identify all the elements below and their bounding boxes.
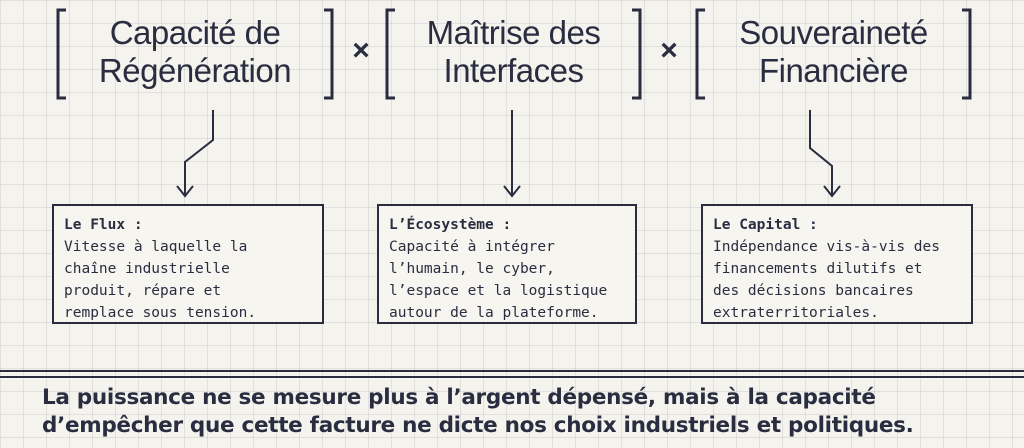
divider-bottom [0,376,1024,378]
factor-regeneration-line2: Régénération [98,52,292,89]
box-flux: Le Flux : Vitesse à laquelle la chaîne i… [52,204,324,324]
box-capital-title: Le Capital : [713,217,818,233]
factor-souverainete-line2: Financière [758,52,909,89]
arrowhead-1 [176,185,194,198]
factor-interfaces-line1: Maîtrise des [426,14,601,51]
arrowhead-2 [503,185,521,198]
bracket-left-3 [695,8,705,100]
factor-souverainete-line1: Souveraineté [739,14,928,51]
bracket-left-1 [56,8,66,100]
connector-arrow-1 [184,110,214,196]
factor-souverainete: Souveraineté Financière [705,6,962,98]
conclusion-statement: La puissance ne se mesure plus à l’argen… [42,384,1002,440]
conclusion-line1: La puissance ne se mesure plus à l’argen… [42,385,876,410]
box-capital-body: Indépendance vis-à-vis des financements … [713,239,940,321]
factor-interfaces-line2: Interfaces [443,52,584,89]
multiply-operator-2: × [660,34,678,67]
bracket-right-3 [962,8,972,100]
connector-arrow-3 [809,110,833,196]
box-flux-title: Le Flux : [64,217,143,233]
factor-regeneration: Capacité de Régénération [66,6,324,98]
box-ecosysteme-body: Capacité à intégrer l’humain, le cyber, … [389,239,608,321]
arrowhead-3 [823,185,841,198]
factor-regeneration-line1: Capacité de [109,14,281,51]
bracket-left-2 [385,8,395,100]
box-flux-body: Vitesse à laquelle la chaîne industriell… [64,239,257,321]
bracket-right-1 [324,8,334,100]
box-ecosysteme: L’Écosystème : Capacité à intégrer l’hum… [377,204,637,324]
box-ecosysteme-title: L’Écosystème : [389,217,512,233]
divider-top [0,370,1024,372]
multiply-operator-1: × [352,34,370,67]
conclusion-line2: d’empêcher que cette facture ne dicte no… [42,413,914,438]
box-capital: Le Capital : Indépendance vis-à-vis des … [701,204,973,324]
factor-interfaces: Maîtrise des Interfaces [395,6,632,98]
bracket-right-2 [632,8,642,100]
